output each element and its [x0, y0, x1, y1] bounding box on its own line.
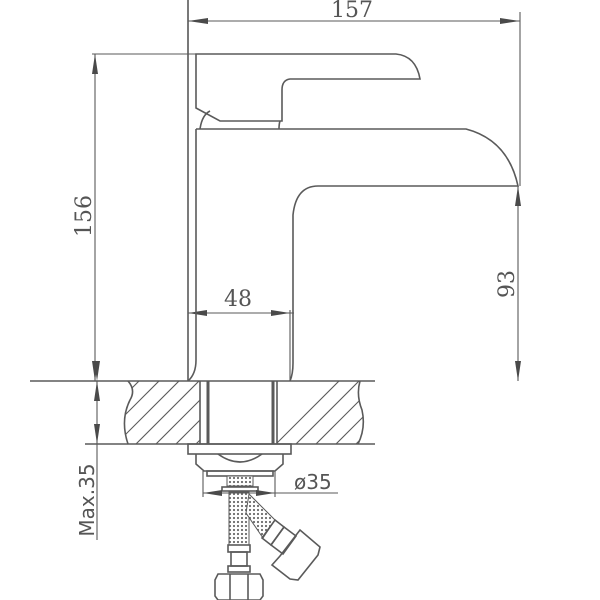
dimension-label-diameter: ø35: [294, 470, 332, 494]
arrowhead-up: [92, 54, 98, 74]
dimension-width-157: 157: [187, 0, 521, 186]
arrowhead-down: [94, 424, 100, 444]
arrowhead-up: [94, 381, 100, 401]
dimension-label-156: 156: [72, 195, 97, 237]
dimension-body-width-48: 48: [188, 287, 294, 381]
dimension-label-48: 48: [224, 287, 252, 312]
arrowhead-up: [515, 186, 521, 206]
arrowhead-right: [256, 490, 275, 496]
mounting-nut: [187, 443, 292, 477]
faucet-body: [187, 0, 519, 382]
arrowhead-left: [188, 18, 208, 24]
hatch-right: [277, 381, 364, 444]
faucet-spout: [196, 128, 519, 382]
dimension-spout-height-93: 93: [495, 186, 521, 381]
dimension-label-157: 157: [331, 0, 373, 23]
dimension-label-max35: Max.35: [75, 463, 99, 536]
arrowhead-down: [515, 361, 521, 381]
arrowhead-left: [188, 310, 207, 316]
arrowhead-right: [271, 310, 290, 316]
faucet-handle: [195, 53, 421, 122]
hatch-left: [124, 381, 200, 444]
dimension-diameter-35: ø35: [202, 470, 338, 497]
arrowhead-left: [203, 490, 222, 496]
dimension-max-thickness-35: Max.35: [75, 361, 100, 540]
dimension-label-93: 93: [495, 270, 520, 298]
arrowhead-right: [500, 18, 520, 24]
countertop-section: [30, 380, 375, 445]
braided-hoses: [214, 475, 321, 600]
dimension-height-156: 156: [72, 53, 200, 381]
